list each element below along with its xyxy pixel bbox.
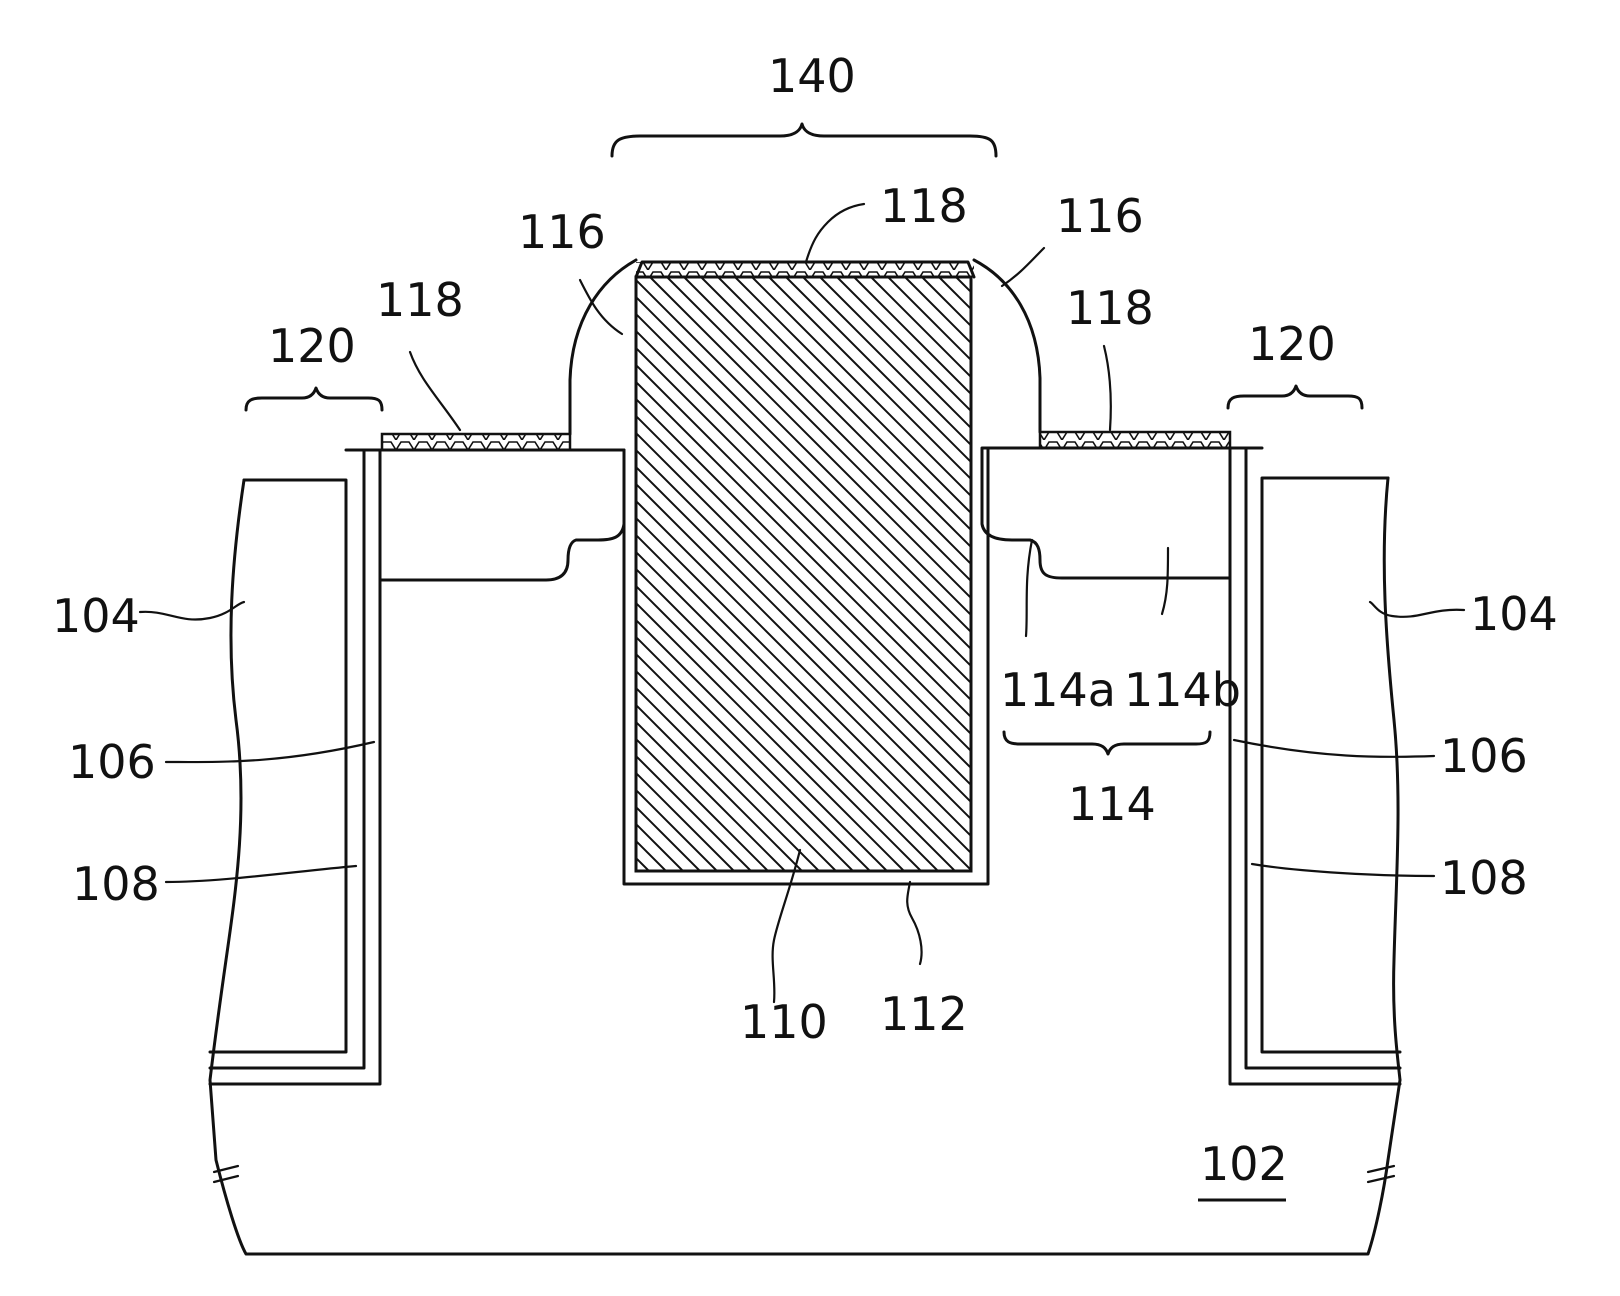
label-114: 114 [1068, 777, 1156, 831]
label-106-left: 106 [68, 735, 156, 789]
label-110: 110 [740, 995, 828, 1049]
label-108-left: 108 [72, 857, 160, 911]
spacer-left [570, 260, 636, 434]
label-106-right: 106 [1440, 729, 1528, 783]
label-104-right: 104 [1470, 587, 1558, 641]
brace-114 [1004, 732, 1210, 754]
label-116-left: 116 [518, 205, 606, 259]
sd-region-left [380, 450, 624, 580]
label-120-right: 120 [1248, 317, 1336, 371]
silicide-right [1040, 432, 1230, 448]
label-118-top: 118 [880, 179, 968, 233]
silicide-top [636, 262, 974, 277]
label-114a: 114a [1000, 663, 1116, 717]
label-118-right: 118 [1066, 281, 1154, 335]
brace-140 [612, 124, 996, 156]
label-116-right: 116 [1056, 189, 1144, 243]
sd-region-right [982, 448, 1230, 578]
brace-120-right [1228, 386, 1362, 408]
label-114b: 114b [1124, 663, 1241, 717]
label-102: 102 [1200, 1137, 1288, 1191]
label-108-right: 108 [1440, 851, 1528, 905]
label-140: 140 [768, 49, 856, 103]
label-112: 112 [880, 987, 968, 1041]
isolation-right [1230, 448, 1400, 1084]
label-104-left: 104 [52, 589, 140, 643]
silicide-left [382, 434, 570, 450]
brace-120-left [246, 388, 382, 410]
gate-electrode [0, 277, 1620, 877]
spacer-right [974, 260, 1040, 432]
label-118-left: 118 [376, 273, 464, 327]
label-120-left: 120 [268, 319, 356, 373]
